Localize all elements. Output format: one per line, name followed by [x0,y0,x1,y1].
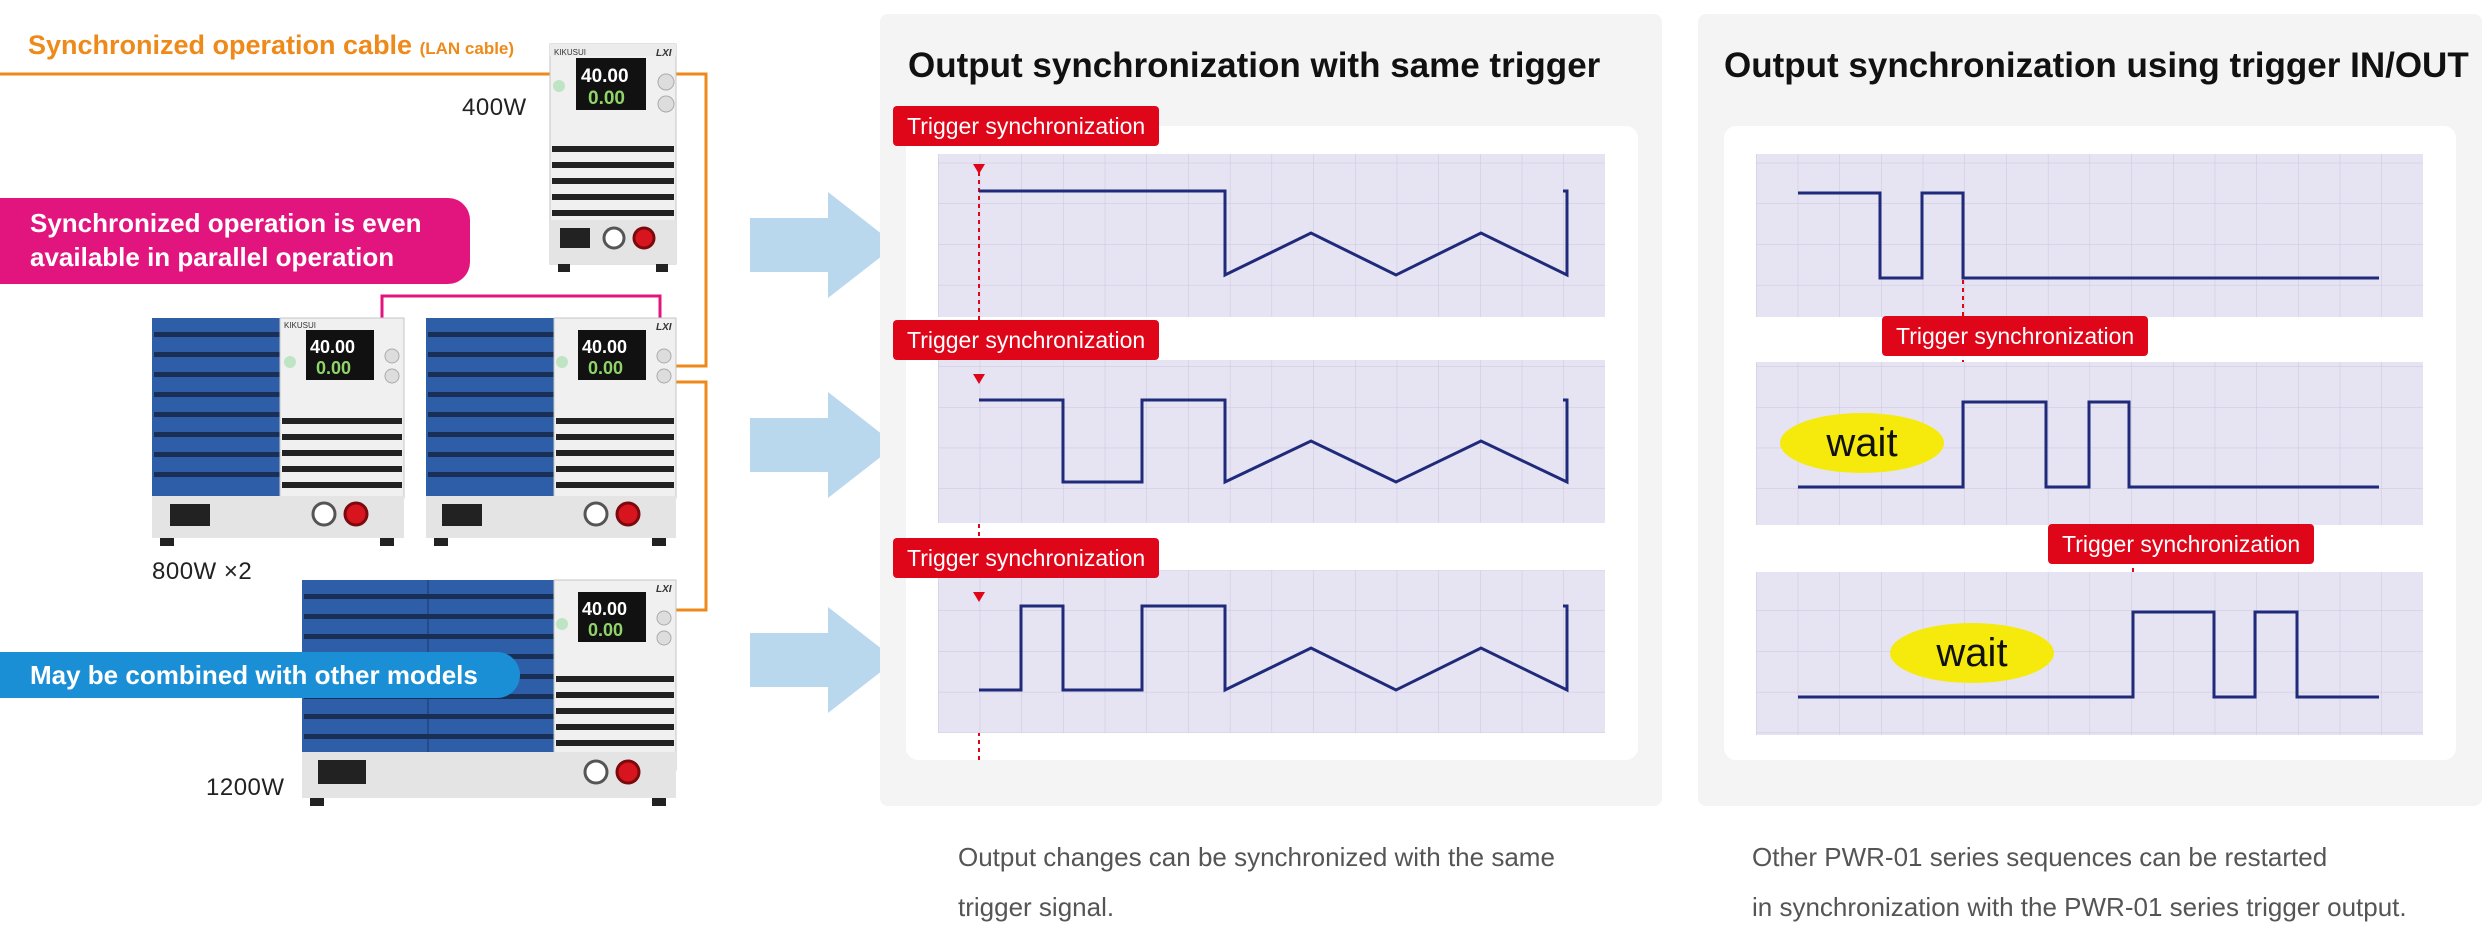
wait-badge [1890,623,2054,683]
display-voltage: 40.00 [310,337,355,357]
callout-parallel-line1: Synchronized operation is even [30,208,422,238]
power-supply-800w-a: 40.00 0.00 KIKUSUI [152,317,405,546]
description-line: Output changes can be synchronized with … [958,842,1555,872]
wait-badge [1780,413,1944,473]
description-line: Other PWR-01 series sequences can be res… [1752,842,2328,872]
waveform-row-3: wait [1756,572,2423,735]
lan-cable [0,72,708,612]
display-voltage: 40.00 [582,599,627,619]
description-line: trigger signal. [958,892,1115,922]
cable-title-note: (LAN cable) [419,39,515,58]
callout-parallel-line2: available in parallel operation [30,242,395,272]
trigger-label: Trigger synchronization [2048,524,2315,564]
display-current: 0.00 [588,358,623,378]
panel-trigger-inout-description: Other PWR-01 series sequences can be res… [1752,832,2407,932]
lxi-logo: LXI [656,48,672,59]
trigger-arrow-icon [973,164,985,174]
parallel-cable [380,294,662,318]
callout-combined: May be combined with other models [0,652,520,698]
display-voltage: 40.00 [581,66,629,87]
cable-title: Synchronized operation cable (LAN cable) [28,30,514,61]
arrow-icon [750,392,896,498]
panel-same-trigger-title: Output synchronization with same trigger [908,46,1601,85]
waveform-row-2 [938,360,1605,523]
brand-logo: KIKUSUI [554,48,586,57]
trigger-label: Trigger synchronization [893,106,1160,146]
panel-trigger-inout-title: Output synchronization using trigger IN/… [1724,46,2469,85]
wait-label: wait [1935,631,2007,675]
display-voltage: 40.00 [582,337,627,357]
waveform-row-2: wait [1756,362,2423,592]
panel-same-trigger-description: Output changes can be synchronized with … [958,832,1555,932]
trigger-label: Trigger synchronization [1882,316,2149,356]
label-400w: 400W [462,94,527,121]
cable-title-text: Synchronized operation cable [28,30,413,60]
label-1200w: 1200W [206,774,285,801]
trigger-arrow-icon [973,592,985,602]
display-current: 0.00 [588,620,623,640]
arrow-icon [750,192,896,298]
description-line: in synchronization with the PWR-01 serie… [1752,892,2407,922]
waveform-row-1 [1756,154,2423,384]
power-supply-400w: 40.00 0.00 KIKUSUI LXI [549,43,677,272]
display-current: 0.00 [316,358,351,378]
label-800w: 800W ×2 [152,558,253,585]
lxi-logo: LXI [656,584,672,595]
lxi-logo: LXI [656,322,672,333]
callout-parallel: Synchronized operation is even available… [0,198,470,284]
trigger-label: Trigger synchronization [893,538,1160,578]
power-supply-800w-b: 40.00 0.00 LXI [426,317,677,546]
waveform-row-1 [938,154,1605,760]
trigger-label: Trigger synchronization [893,320,1160,360]
waveform-row-3 [938,570,1605,733]
trigger-arrow-icon [973,374,985,384]
display-current: 0.00 [588,88,625,109]
arrow-icon [750,607,896,713]
wait-label: wait [1825,421,1897,465]
brand-logo: KIKUSUI [284,321,316,330]
